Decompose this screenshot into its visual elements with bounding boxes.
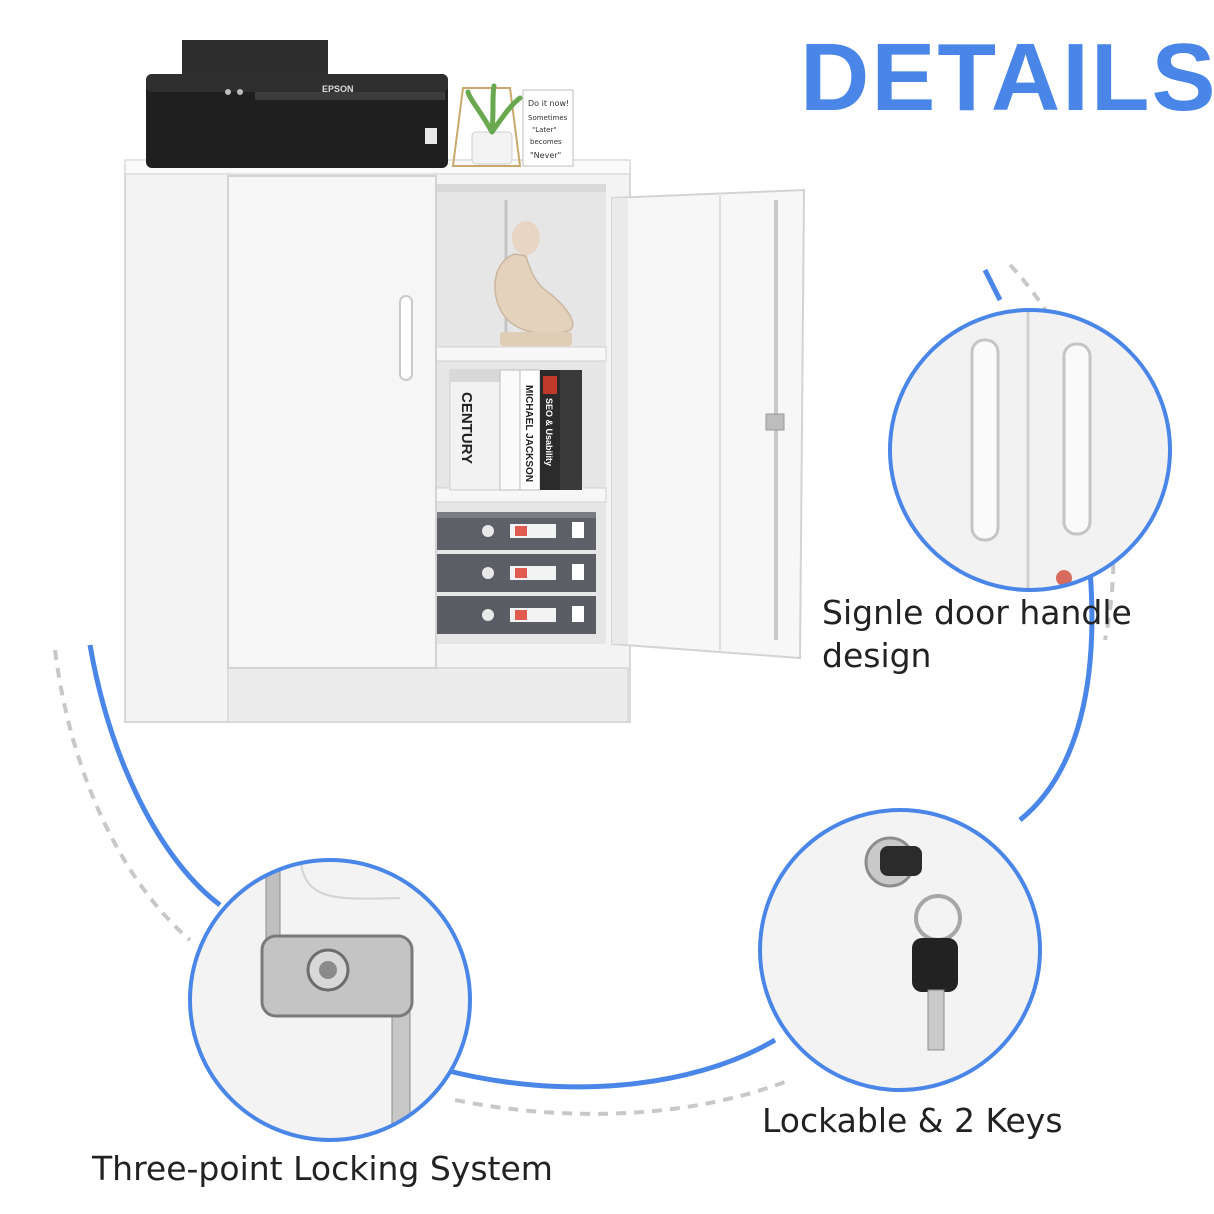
detail-circle-handles: [888, 308, 1172, 592]
motivational-sign: Do it now! Sometimes "Later" becomes "Ne…: [522, 89, 574, 167]
connector-arc-dashed-left: [53, 649, 192, 942]
book-title-century: CENTURY: [458, 392, 475, 464]
sign-line-4: becomes: [530, 138, 562, 146]
caption-three-point-locking: Three-point Locking System: [92, 1149, 553, 1188]
connector-arc-blue-top: [982, 268, 1003, 302]
connector-arc-blue-right: [1018, 569, 1095, 822]
detail-circle-latch: [188, 858, 472, 1142]
page-title: DETAILS: [800, 24, 1214, 131]
caption-handle-design: Signle door handle design: [822, 593, 1132, 675]
caption-lockable-keys: Lockable & 2 Keys: [762, 1101, 1063, 1140]
handle-left: [970, 338, 1000, 542]
right-door-inner-edge: [612, 198, 628, 644]
door-latch-fitting: [765, 413, 785, 431]
sign-line-1: Do it now!: [528, 99, 569, 108]
binder-stack: [436, 512, 596, 634]
printer: EPSON: [146, 40, 448, 168]
sign-line-2: Sometimes: [528, 114, 568, 122]
connector-arc-dashed-bottom: [454, 1078, 791, 1116]
sign-line-3: "Later": [532, 126, 557, 134]
key-head: [912, 938, 958, 992]
sign-line-5: "Never": [530, 151, 561, 160]
book-title-seo: SEO & Usability: [544, 398, 554, 466]
handle-right: [1062, 342, 1092, 536]
left-door: [227, 175, 437, 669]
interior-back-panel: [436, 184, 606, 192]
cabinet-base: [227, 667, 629, 723]
thinker-sculpture: [494, 221, 574, 346]
key-blade: [927, 989, 945, 1051]
left-door-handle: [399, 295, 413, 381]
potted-plant: [451, 83, 523, 167]
cabinet-illustration: CENTURY MICHAEL JACKSON SEO & Usability: [124, 159, 806, 723]
detail-circle-keys: [758, 808, 1042, 1092]
connector-arc-blue-left: [87, 644, 222, 907]
books-stack: CENTURY MICHAEL JACKSON SEO & Usability: [449, 369, 582, 491]
shelf-upper: [435, 346, 607, 362]
printer-brand: EPSON: [322, 84, 354, 94]
connector-arc-blue-bottom: [444, 1037, 777, 1090]
book-title-michael-jackson: MICHAEL JACKSON: [523, 385, 534, 482]
